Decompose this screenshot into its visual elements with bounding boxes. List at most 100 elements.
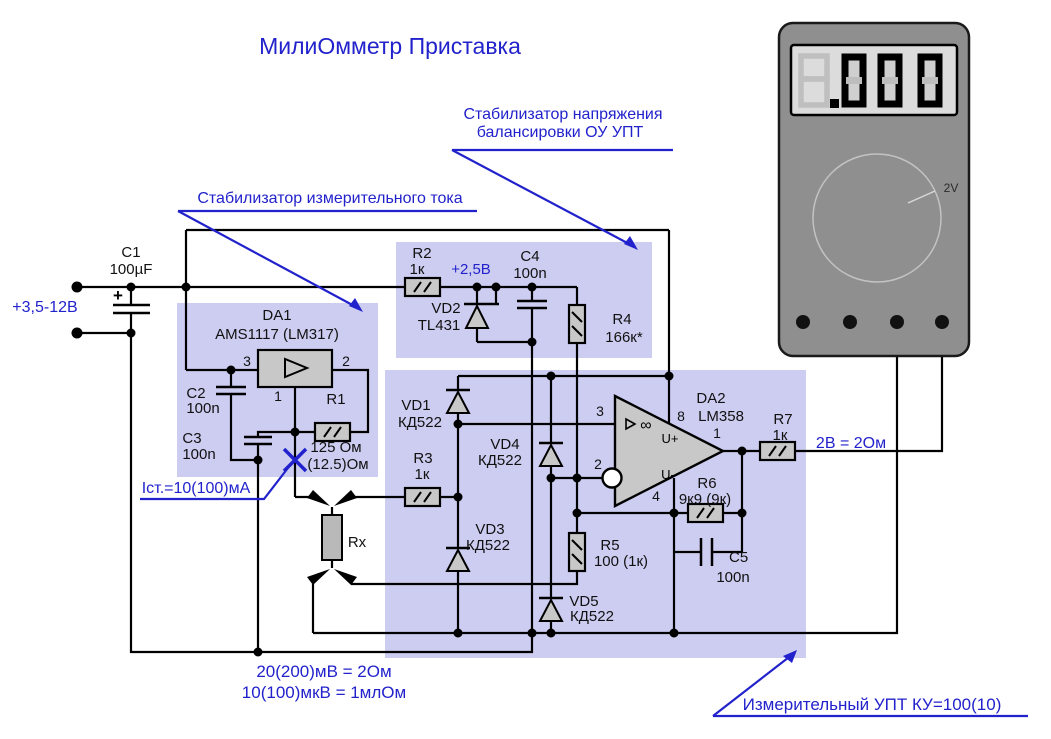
vd3-name: VD3 (475, 521, 504, 538)
r3-value: 1к (415, 466, 430, 483)
da1-name: DA1 (262, 307, 291, 324)
wires (77, 228, 944, 654)
capacitor-c2 (216, 385, 246, 396)
vd2-value: TL431 (418, 317, 461, 334)
r7-value: 1к (773, 427, 788, 444)
resistor-r3 (403, 486, 442, 508)
blue-annotations: МилиОмметр Приставка +3,5-12В +2,5В Стаб… (12, 33, 1028, 718)
c5-name: C5 (729, 549, 748, 566)
stab-current-note: Iст.=10(100)мА (142, 480, 251, 497)
voltage-stabilizer-callout-2: балансировки ОУ УПТ (477, 124, 644, 141)
scale-note-1: 20(200)мВ = 2Ом (256, 662, 391, 681)
r6-name: R6 (697, 475, 716, 492)
c1-polarity: + (113, 286, 123, 305)
da1-pin2: 2 (342, 353, 350, 369)
vd1-name: VD1 (401, 397, 430, 414)
r4-value: 166к* (605, 329, 643, 346)
voltage-stabilizer-arrowhead (624, 236, 638, 250)
junction-dots (71, 281, 747, 657)
meter-jack-3[interactable] (890, 315, 904, 329)
diode-vd4 (538, 441, 564, 467)
r1-value1: 125 Ом (310, 439, 361, 456)
r5-name: R5 (600, 537, 619, 554)
da2-pin2: 2 (594, 456, 602, 472)
kelvin-probe-arrows (307, 490, 357, 585)
cross-mark (282, 447, 308, 473)
c4-name: C4 (520, 248, 539, 265)
current-stabilizer-block-box (177, 303, 378, 477)
voltage-stabilizer-callout-1: Стабилизатор напряжения (463, 106, 662, 123)
ref-voltage-label: +2,5В (451, 261, 491, 278)
da2-pin1: 1 (713, 425, 721, 441)
multimeter: 2V (777, 21, 971, 358)
display-decimal-point (830, 99, 839, 108)
da1-pin1: 1 (274, 388, 282, 404)
c2-value: 100n (186, 400, 219, 417)
c3-value: 100n (182, 446, 215, 463)
input-voltage-label: +3,5-12В (12, 299, 77, 316)
da2-pin3: 3 (596, 403, 604, 419)
vd5-value: КД522 (570, 608, 614, 625)
current-stabilizer-arrowhead (349, 298, 363, 312)
r1-name: R1 (326, 391, 345, 408)
measuring-amplifier-arrowhead (783, 650, 797, 663)
dial-pointer (907, 190, 936, 204)
resistor-r7 (758, 440, 797, 462)
da2-pin8: 8 (677, 408, 685, 424)
resistor-r1 (313, 421, 352, 443)
meter-jack-4[interactable] (935, 315, 949, 329)
r5-value: 100 (1к) (594, 553, 648, 570)
range-dial[interactable] (812, 153, 942, 283)
vd3-value: КД522 (466, 537, 510, 554)
vd4-name: VD4 (490, 436, 519, 453)
r7-name: R7 (773, 411, 792, 428)
r4-name: R4 (612, 311, 631, 328)
resistor-rx (321, 514, 343, 561)
c1-name: C1 (121, 244, 140, 261)
r3-name: R3 (413, 450, 432, 467)
rx-name: Rx (348, 534, 367, 551)
diode-vd2 (464, 302, 499, 329)
da2-name: DA2 (696, 390, 725, 407)
regulator-da1 (256, 348, 334, 389)
diode-vd3 (445, 546, 471, 572)
diode-vd5 (538, 596, 564, 622)
inverting-input-bubble (601, 467, 623, 489)
da2-infinity: ∞ (640, 417, 651, 434)
measuring-amplifier-callout: Измерительный УПТ КУ=100(10) (743, 695, 1002, 714)
r6-value: 9к9 (9к) (679, 491, 731, 508)
vd1-value: КД522 (398, 414, 442, 431)
c1-value: 100µF (110, 261, 153, 278)
c4-value: 100n (513, 265, 546, 282)
da2-u-plus: U+ (662, 431, 679, 446)
vd2-name: VD2 (431, 300, 460, 317)
da1-pin3: 3 (243, 353, 251, 369)
r1-value2: (12.5)Ом (307, 456, 368, 473)
display-digits (841, 53, 943, 108)
resistor-r5 (567, 531, 587, 573)
capacitor-c1 (113, 303, 150, 315)
r2-name: R2 (412, 245, 431, 262)
output-note: 2В = 2Ом (816, 435, 886, 452)
page-title: МилиОмметр Приставка (259, 33, 521, 59)
resistor-r4 (567, 303, 587, 345)
range-label: 2V (944, 181, 959, 195)
da2-u-minus: U- (661, 467, 675, 482)
input-terminal-positive (71, 281, 83, 293)
diode-vd1 (445, 388, 471, 414)
meter-jack-2[interactable] (843, 315, 857, 329)
c3-name: C3 (182, 430, 201, 447)
r2-value: 1к (410, 261, 425, 278)
current-stabilizer-callout: Стабилизатор измерительного тока (197, 190, 462, 207)
c2-name: C2 (186, 385, 205, 402)
meter-jack-1[interactable] (796, 315, 810, 329)
component-labels: C1 100µF + R2 1к C4 100n R4 166к* VD2 TL… (110, 244, 793, 625)
da2-pin4: 4 (652, 488, 660, 504)
capacitor-c5 (699, 538, 714, 566)
resistor-r2 (403, 276, 442, 298)
opamp-da2 (601, 394, 726, 508)
display-ghost-digit (798, 53, 830, 108)
c5-value: 100n (716, 569, 749, 586)
